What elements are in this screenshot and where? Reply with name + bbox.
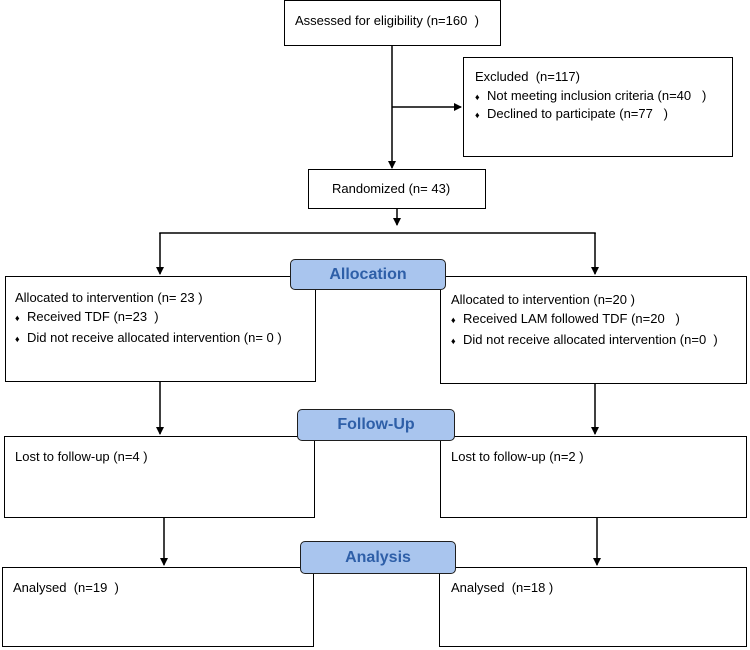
right-followup-text: Lost to follow-up (n=2 ) [451,449,584,464]
left-analysis-box: Analysed (n=19 ) [2,567,314,647]
bullet-icon: ♦ [15,334,20,344]
left-followup-box: Lost to follow-up (n=4 ) [4,436,315,518]
assessed-text: Assessed for eligibility (n=160 ) [295,13,479,28]
right-allocation-box: Allocated to intervention (n=20 ) ♦Recei… [440,276,747,384]
left-allocation-item: ♦Did not receive allocated intervention … [15,330,282,345]
right-allocation-item: ♦Received LAM followed TDF (n=20 ) [451,311,680,326]
right-allocation-item: ♦Did not receive allocated intervention … [451,332,718,347]
left-allocation-item: ♦Received TDF (n=23 ) [15,309,159,324]
excluded-item: ♦Not meeting inclusion criteria (n=40 ) [475,88,707,103]
assessed-box: Assessed for eligibility (n=160 ) [284,0,501,46]
excluded-title: Excluded (n=117) [475,69,580,84]
analysis-stage-label: Analysis [300,541,456,574]
left-allocation-title: Allocated to intervention (n= 23 ) [15,290,203,305]
allocation-stage-label: Allocation [290,259,446,290]
right-allocation-title: Allocated to intervention (n=20 ) [451,292,635,307]
left-followup-text: Lost to follow-up (n=4 ) [15,449,148,464]
followup-stage-label: Follow-Up [297,409,455,441]
excluded-item: ♦Declined to participate (n=77 ) [475,106,669,121]
bullet-icon: ♦ [451,336,456,346]
right-analysis-box: Analysed (n=18 ) [439,567,747,647]
randomized-text: Randomized (n= 43) [332,181,451,196]
bullet-icon: ♦ [451,315,456,325]
right-analysis-text: Analysed (n=18 ) [451,580,554,595]
bullet-icon: ♦ [475,92,480,102]
randomized-box: Randomized (n= 43) [308,169,486,209]
left-allocation-box: Allocated to intervention (n= 23 ) ♦Rece… [5,276,316,382]
right-followup-box: Lost to follow-up (n=2 ) [440,436,747,518]
excluded-box: Excluded (n=117) ♦Not meeting inclusion … [463,57,733,157]
left-analysis-text: Analysed (n=19 ) [13,580,119,595]
split-line [159,232,596,234]
bullet-icon: ♦ [15,313,20,323]
bullet-icon: ♦ [475,110,480,120]
